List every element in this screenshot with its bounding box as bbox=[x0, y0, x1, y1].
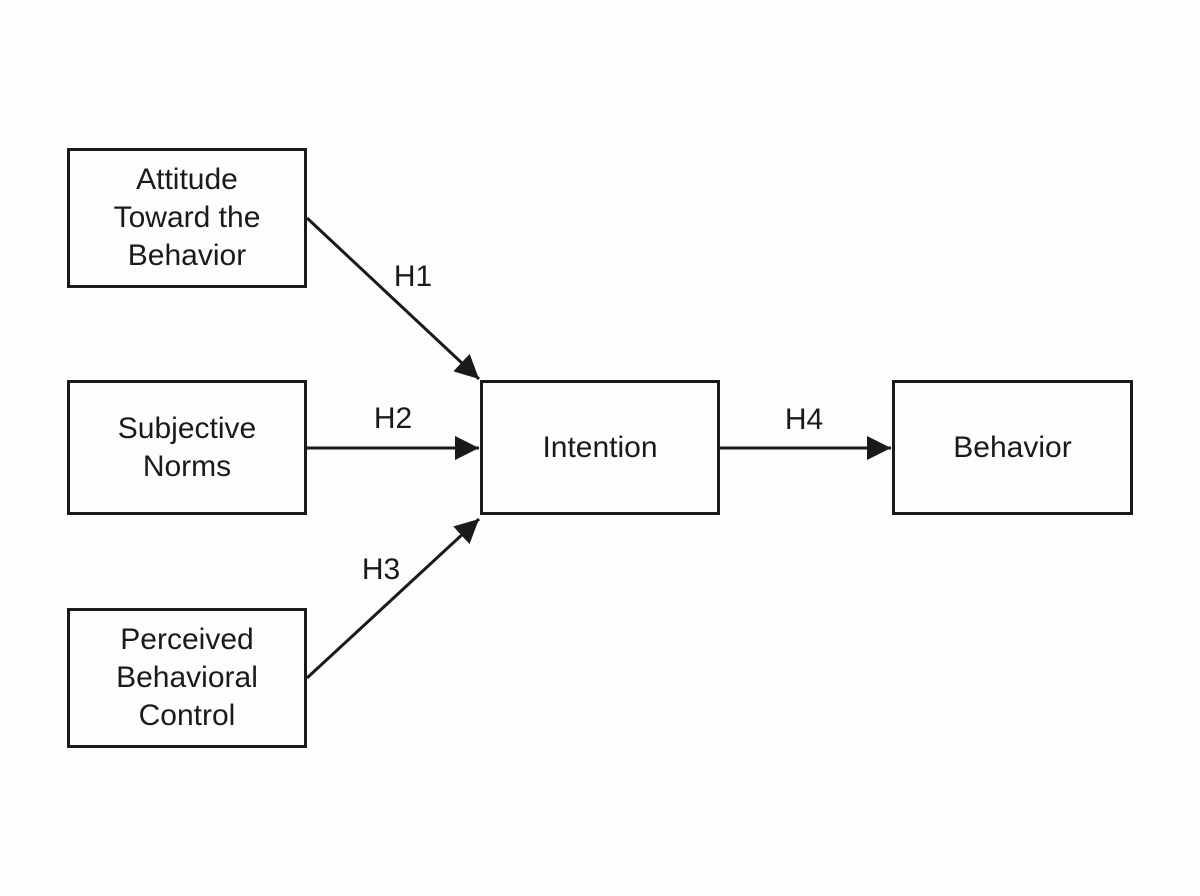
edge-label-h3: H3 bbox=[361, 553, 401, 586]
node-label-attitude: Attitude Toward the Behavior bbox=[113, 163, 261, 272]
node-attitude-toward-the-behavior: Attitude Toward the Behavior bbox=[67, 148, 307, 288]
edge-label-h4: H4 bbox=[784, 403, 824, 436]
node-label-subjective-norms: Subjective Norms bbox=[117, 411, 257, 483]
node-label-perceived-behavioral-control: Perceived Behavioral Control bbox=[116, 623, 258, 732]
edge-label-h2: H2 bbox=[373, 402, 413, 435]
node-subjective-norms: Subjective Norms bbox=[67, 380, 307, 515]
edge-label-h1: H1 bbox=[393, 260, 433, 293]
edge-h1-arrow bbox=[305, 216, 481, 381]
edge-h3-arrow bbox=[305, 517, 481, 680]
node-intention: Intention bbox=[480, 380, 720, 515]
node-label-behavior: Behavior bbox=[953, 430, 1072, 464]
node-behavior: Behavior bbox=[892, 380, 1133, 515]
node-perceived-behavioral-control: Perceived Behavioral Control bbox=[67, 608, 307, 748]
node-label-intention: Intention bbox=[542, 430, 658, 464]
